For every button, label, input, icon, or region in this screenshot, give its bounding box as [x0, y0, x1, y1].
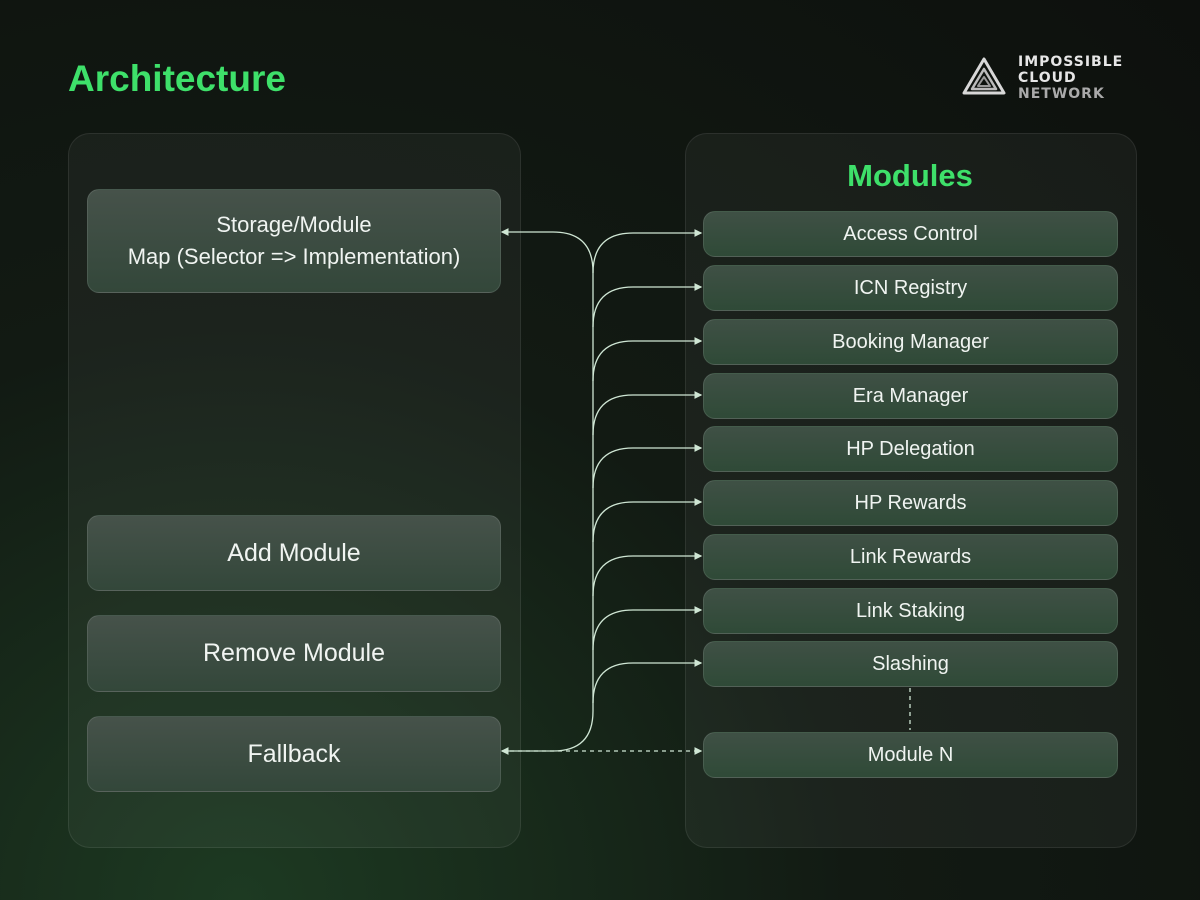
icn-logo-icon	[962, 57, 1006, 95]
module-box: Access Control	[703, 211, 1118, 257]
logo-line-3: NETWORK	[1018, 86, 1105, 102]
logo: IMPOSSIBLE CLOUD NETWORK	[960, 54, 1123, 102]
module-box: Slashing	[703, 641, 1118, 687]
branch-arrow	[592, 337, 703, 382]
storage-line-2: Map (Selector => Implementation)	[127, 244, 461, 269]
module-box: HP Delegation	[703, 426, 1118, 472]
add-module-box: Add Module	[87, 515, 501, 591]
branch-arrow	[592, 659, 703, 704]
module-n-box: Module N	[703, 732, 1118, 778]
module-box: HP Rewards	[703, 480, 1118, 526]
fallback-box: Fallback	[87, 716, 501, 792]
module-box: Era Manager	[703, 373, 1118, 419]
storage-module-map-box: Storage/Module Map (Selector => Implemen…	[87, 189, 501, 293]
module-box: Link Staking	[703, 588, 1118, 634]
branch-arrow	[592, 391, 703, 436]
branch-arrow	[592, 229, 703, 274]
modules-title: Modules	[847, 158, 973, 193]
page-title: Architecture	[68, 58, 286, 99]
branch-arrow	[592, 552, 703, 597]
storage-line-1: Storage/Module	[216, 212, 372, 237]
remove-module-box: Remove Module	[87, 615, 501, 692]
module-box: ICN Registry	[703, 265, 1118, 311]
branch-arrow	[592, 498, 703, 543]
module-box: Booking Manager	[703, 319, 1118, 365]
logo-line-2: CLOUD	[1018, 70, 1077, 86]
branch-arrow	[592, 606, 703, 651]
trunk-line	[500, 228, 594, 755]
branch-arrow	[592, 444, 703, 489]
branch-arrow	[592, 283, 703, 328]
module-box: Link Rewards	[703, 534, 1118, 580]
logo-line-1: IMPOSSIBLE	[1018, 54, 1124, 70]
